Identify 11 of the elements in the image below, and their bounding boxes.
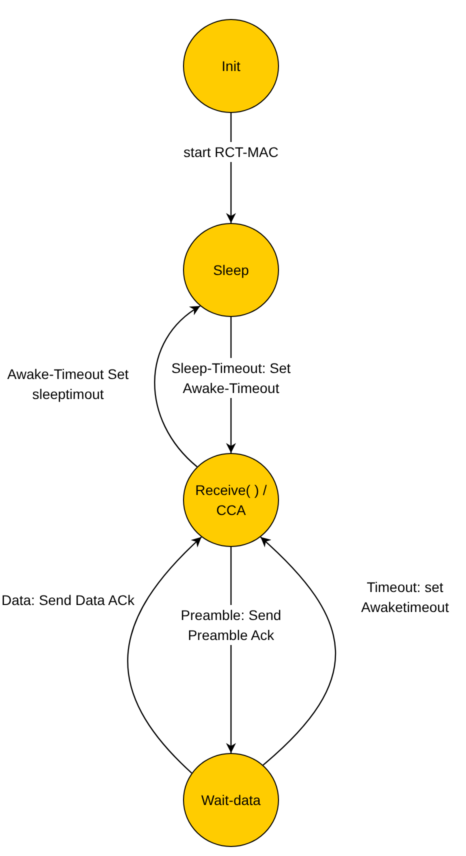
state-label: Init	[220, 57, 242, 76]
state-label: Sleep	[212, 261, 250, 280]
arrow	[154, 306, 200, 468]
arrow	[127, 536, 202, 774]
edge-label: Timeout: set Awaketimeout	[360, 578, 450, 617]
edge-label: start RCT-MAC	[184, 142, 278, 162]
state-label: Wait-data	[200, 791, 262, 810]
edge-label: Data: Send Data ACk	[1, 591, 135, 610]
arrow	[260, 536, 336, 766]
state-label: Receive( ) / CCA	[194, 481, 268, 520]
edge-label: Awake-Timeout Set sleeptimout	[6, 365, 130, 404]
